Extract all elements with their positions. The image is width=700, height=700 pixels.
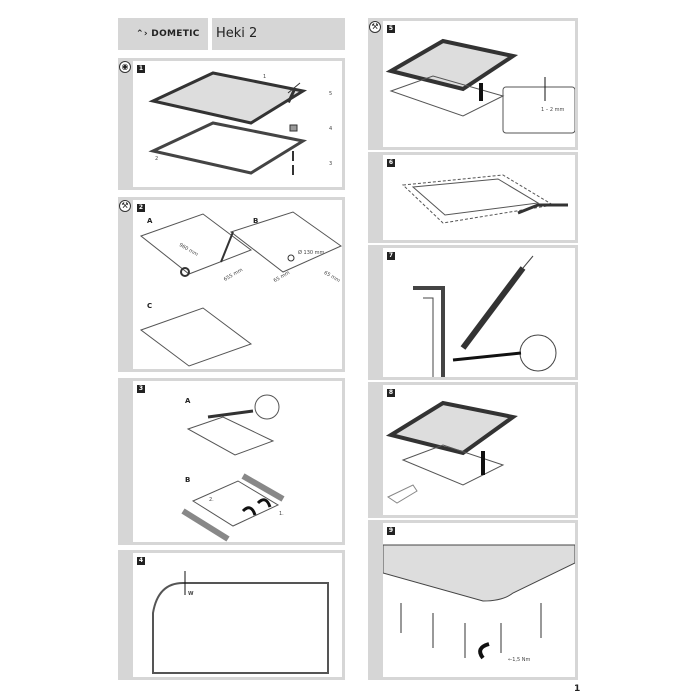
wrench-icon: ⚒	[369, 21, 381, 33]
callout-2: 2	[155, 156, 159, 162]
frame-placement-illustration	[385, 38, 575, 134]
dometic-logo: ⌃› DOMETIC	[136, 29, 200, 39]
dim-hole: Ø 130 mm	[298, 250, 325, 256]
cutout-illustration	[139, 211, 342, 367]
step-8-panel: 8	[368, 382, 578, 518]
frame-insert-illustration	[385, 400, 518, 504]
brand-name: DOMETIC	[151, 29, 200, 39]
gap-dimension: 1 – 2 mm	[541, 107, 565, 113]
sub-label-b: B	[253, 217, 259, 225]
thickness-label: W	[188, 591, 194, 597]
eye-icon: ◉	[119, 61, 131, 73]
callout-1: 1	[263, 74, 267, 80]
logo-mark-icon: ⌃›	[136, 29, 148, 39]
step-number: 8	[387, 389, 395, 397]
callout-3: 3	[329, 161, 333, 167]
sub-label-b: B	[185, 476, 191, 484]
step-number: 4	[137, 557, 145, 565]
step-3-panel: 3 A B 1. 2.	[118, 378, 345, 545]
step-9-panel: 9 ←1,5 Nm	[368, 520, 578, 680]
wrench-icon: ⚒	[119, 200, 131, 212]
cleaning-illustration	[401, 174, 568, 224]
step-6-panel: 6	[368, 152, 578, 243]
step-number: 9	[387, 527, 395, 535]
callout-5: 5	[329, 91, 333, 97]
sub-label-a: A	[147, 217, 153, 225]
step-number: 2	[137, 204, 145, 212]
step-number: 3	[137, 385, 145, 393]
step-number: 6	[387, 159, 395, 167]
callout-2: 2.	[209, 497, 214, 503]
sub-label-a: A	[185, 397, 191, 405]
step-5-panel: ⚒ 5 1 – 2 mm	[368, 18, 578, 150]
sealant-illustration	[413, 255, 557, 377]
page-number: 1	[574, 684, 581, 694]
torque-value: 1,5 Nm	[512, 657, 531, 663]
sub-label-c: C	[147, 302, 153, 310]
callout-1: 1.	[279, 511, 284, 517]
kit-contents-illustration	[148, 71, 308, 175]
sealing-strip-illustration	[181, 394, 285, 542]
step-number: 7	[387, 252, 395, 260]
step-1-panel: ◉ 1 1 2 3 4 5	[118, 58, 345, 190]
title-box: Heki 2	[212, 18, 345, 50]
step-number: 1	[137, 65, 145, 73]
step-number: 5	[387, 25, 395, 33]
torque-label: ←1,5 Nm	[508, 657, 531, 663]
callout-4: 4	[329, 126, 333, 132]
roof-thickness-illustration	[152, 571, 329, 674]
step-7-panel: 7	[368, 245, 578, 380]
logo-box: ⌃› DOMETIC	[118, 18, 208, 50]
step-4-panel: 4 W	[118, 550, 345, 680]
step-2-panel: ⚒ 2 A B C 960 mm 655 mm Ø 130 mm 65 mm 6…	[118, 197, 345, 372]
screw-fastening-illustration	[383, 544, 575, 660]
product-title: Heki 2	[216, 26, 258, 41]
